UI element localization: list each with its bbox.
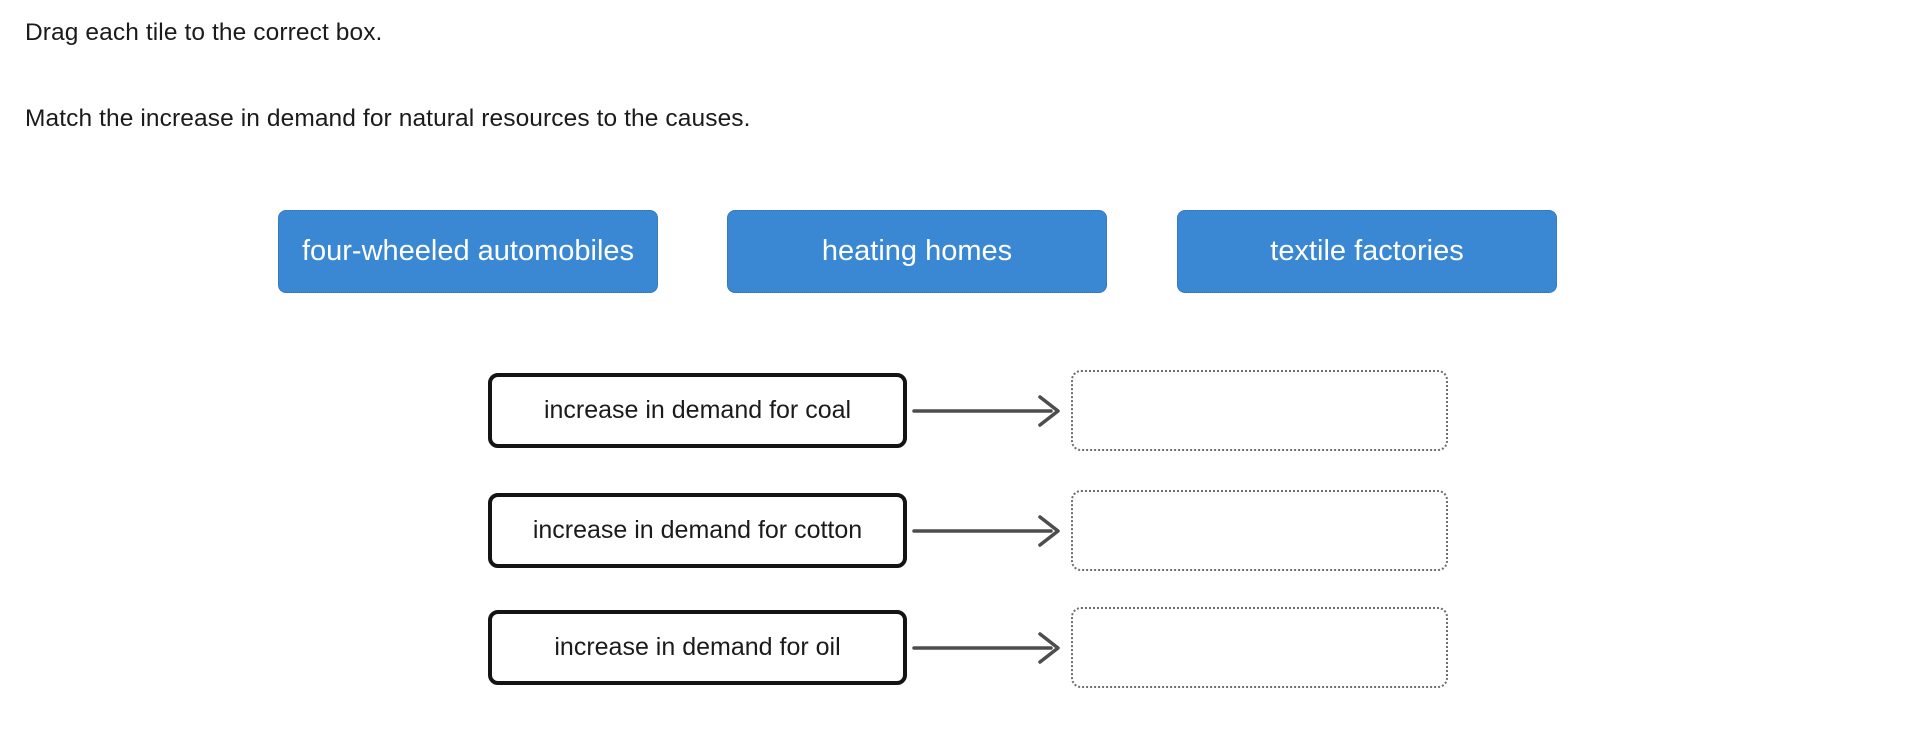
tile-textile-factories[interactable]: textile factories [1177,210,1557,293]
tile-label: four-wheeled automobiles [301,235,635,267]
match-label-coal: increase in demand for coal [488,373,907,448]
match-label-text: increase in demand for coal [543,396,852,424]
match-label-cotton: increase in demand for cotton [488,493,907,568]
arrow-right-icon [912,395,1060,427]
tile-label: textile factories [1270,235,1464,267]
tile-heating-homes[interactable]: heating homes [727,210,1107,293]
match-label-text: increase in demand for oil [554,633,841,661]
drop-target-oil[interactable] [1071,607,1448,688]
match-label-text: increase in demand for cotton [532,516,863,544]
arrow-right-icon [912,632,1060,664]
tile-label: heating homes [821,235,1013,267]
match-label-oil: increase in demand for oil [488,610,907,685]
question-instruction: Match the increase in demand for natural… [25,105,751,132]
drop-target-cotton[interactable] [1071,490,1448,571]
question-directions: Drag each tile to the correct box. [25,19,383,46]
arrow-right-icon [912,515,1060,547]
drop-target-coal[interactable] [1071,370,1448,451]
tile-four-wheeled-automobiles[interactable]: four-wheeled automobiles [278,210,658,293]
